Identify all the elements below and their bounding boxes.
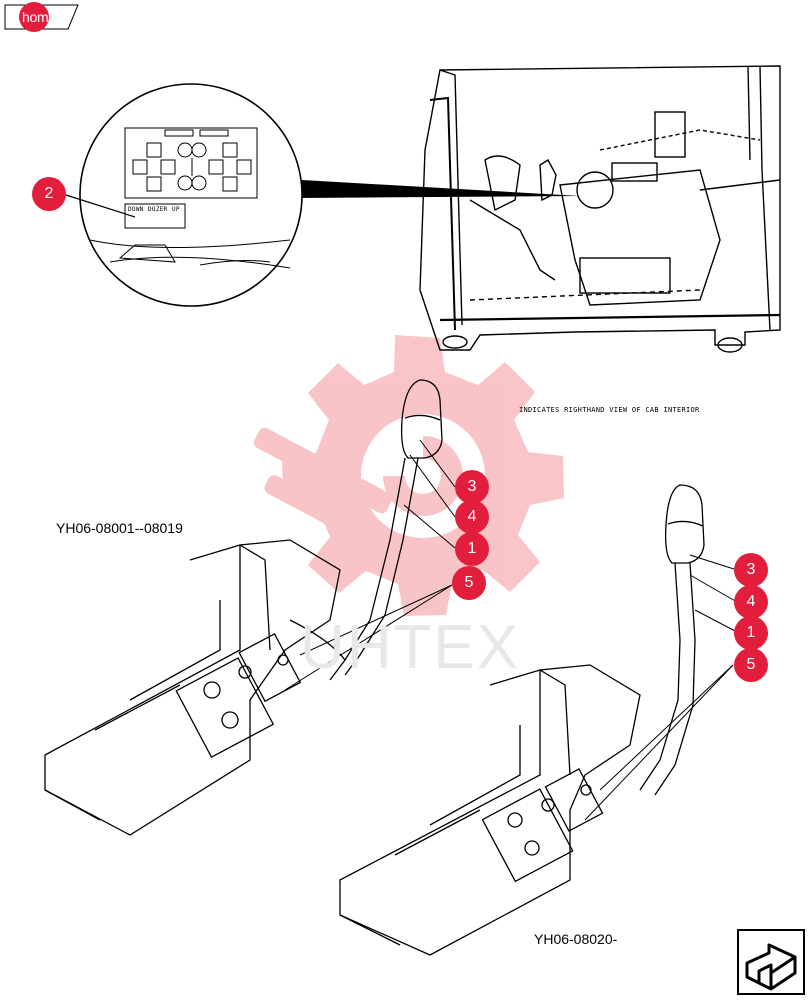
model-range-early: YH06-08001--08019 <box>56 520 183 536</box>
home-tab-icon <box>4 2 79 32</box>
next-page-button[interactable] <box>737 929 805 995</box>
upper-leaders <box>284 439 456 691</box>
lever-assembly-early <box>44 379 443 836</box>
watermark-text: UHTEX <box>300 613 521 682</box>
detail-circle <box>79 83 303 307</box>
callout-lower-a[interactable]: 3 <box>734 553 768 587</box>
arrow-next-icon <box>737 929 805 995</box>
watermark-gear-icon <box>253 335 564 616</box>
callout-upper-a[interactable]: 3 <box>455 470 489 504</box>
cab-interior-drawing <box>419 65 781 353</box>
view-caption: INDICATES RIGHTHAND VIEW OF CAB INTERIOR <box>519 406 700 414</box>
callout-lower-c[interactable]: 1 <box>734 616 768 650</box>
callout-upper-c[interactable]: 1 <box>455 532 489 566</box>
decal-up: UP <box>172 206 180 213</box>
callout-upper-b[interactable]: 4 <box>455 500 489 534</box>
callout-upper-d[interactable]: 5 <box>452 566 486 600</box>
home-label: home <box>22 9 56 25</box>
lever-assembly-late <box>339 484 705 956</box>
lower-leaders <box>584 554 738 821</box>
model-range-late: YH06-08020- <box>534 931 618 947</box>
home-button[interactable]: home <box>4 4 78 30</box>
detail-pointer <box>300 180 580 198</box>
callout-detail[interactable]: 2 <box>32 177 66 211</box>
decal-down: DOWN <box>128 206 144 213</box>
decal-dozer: DOZER <box>148 206 168 213</box>
callout-lower-b[interactable]: 4 <box>734 585 768 619</box>
callout-lower-d[interactable]: 5 <box>734 648 768 682</box>
